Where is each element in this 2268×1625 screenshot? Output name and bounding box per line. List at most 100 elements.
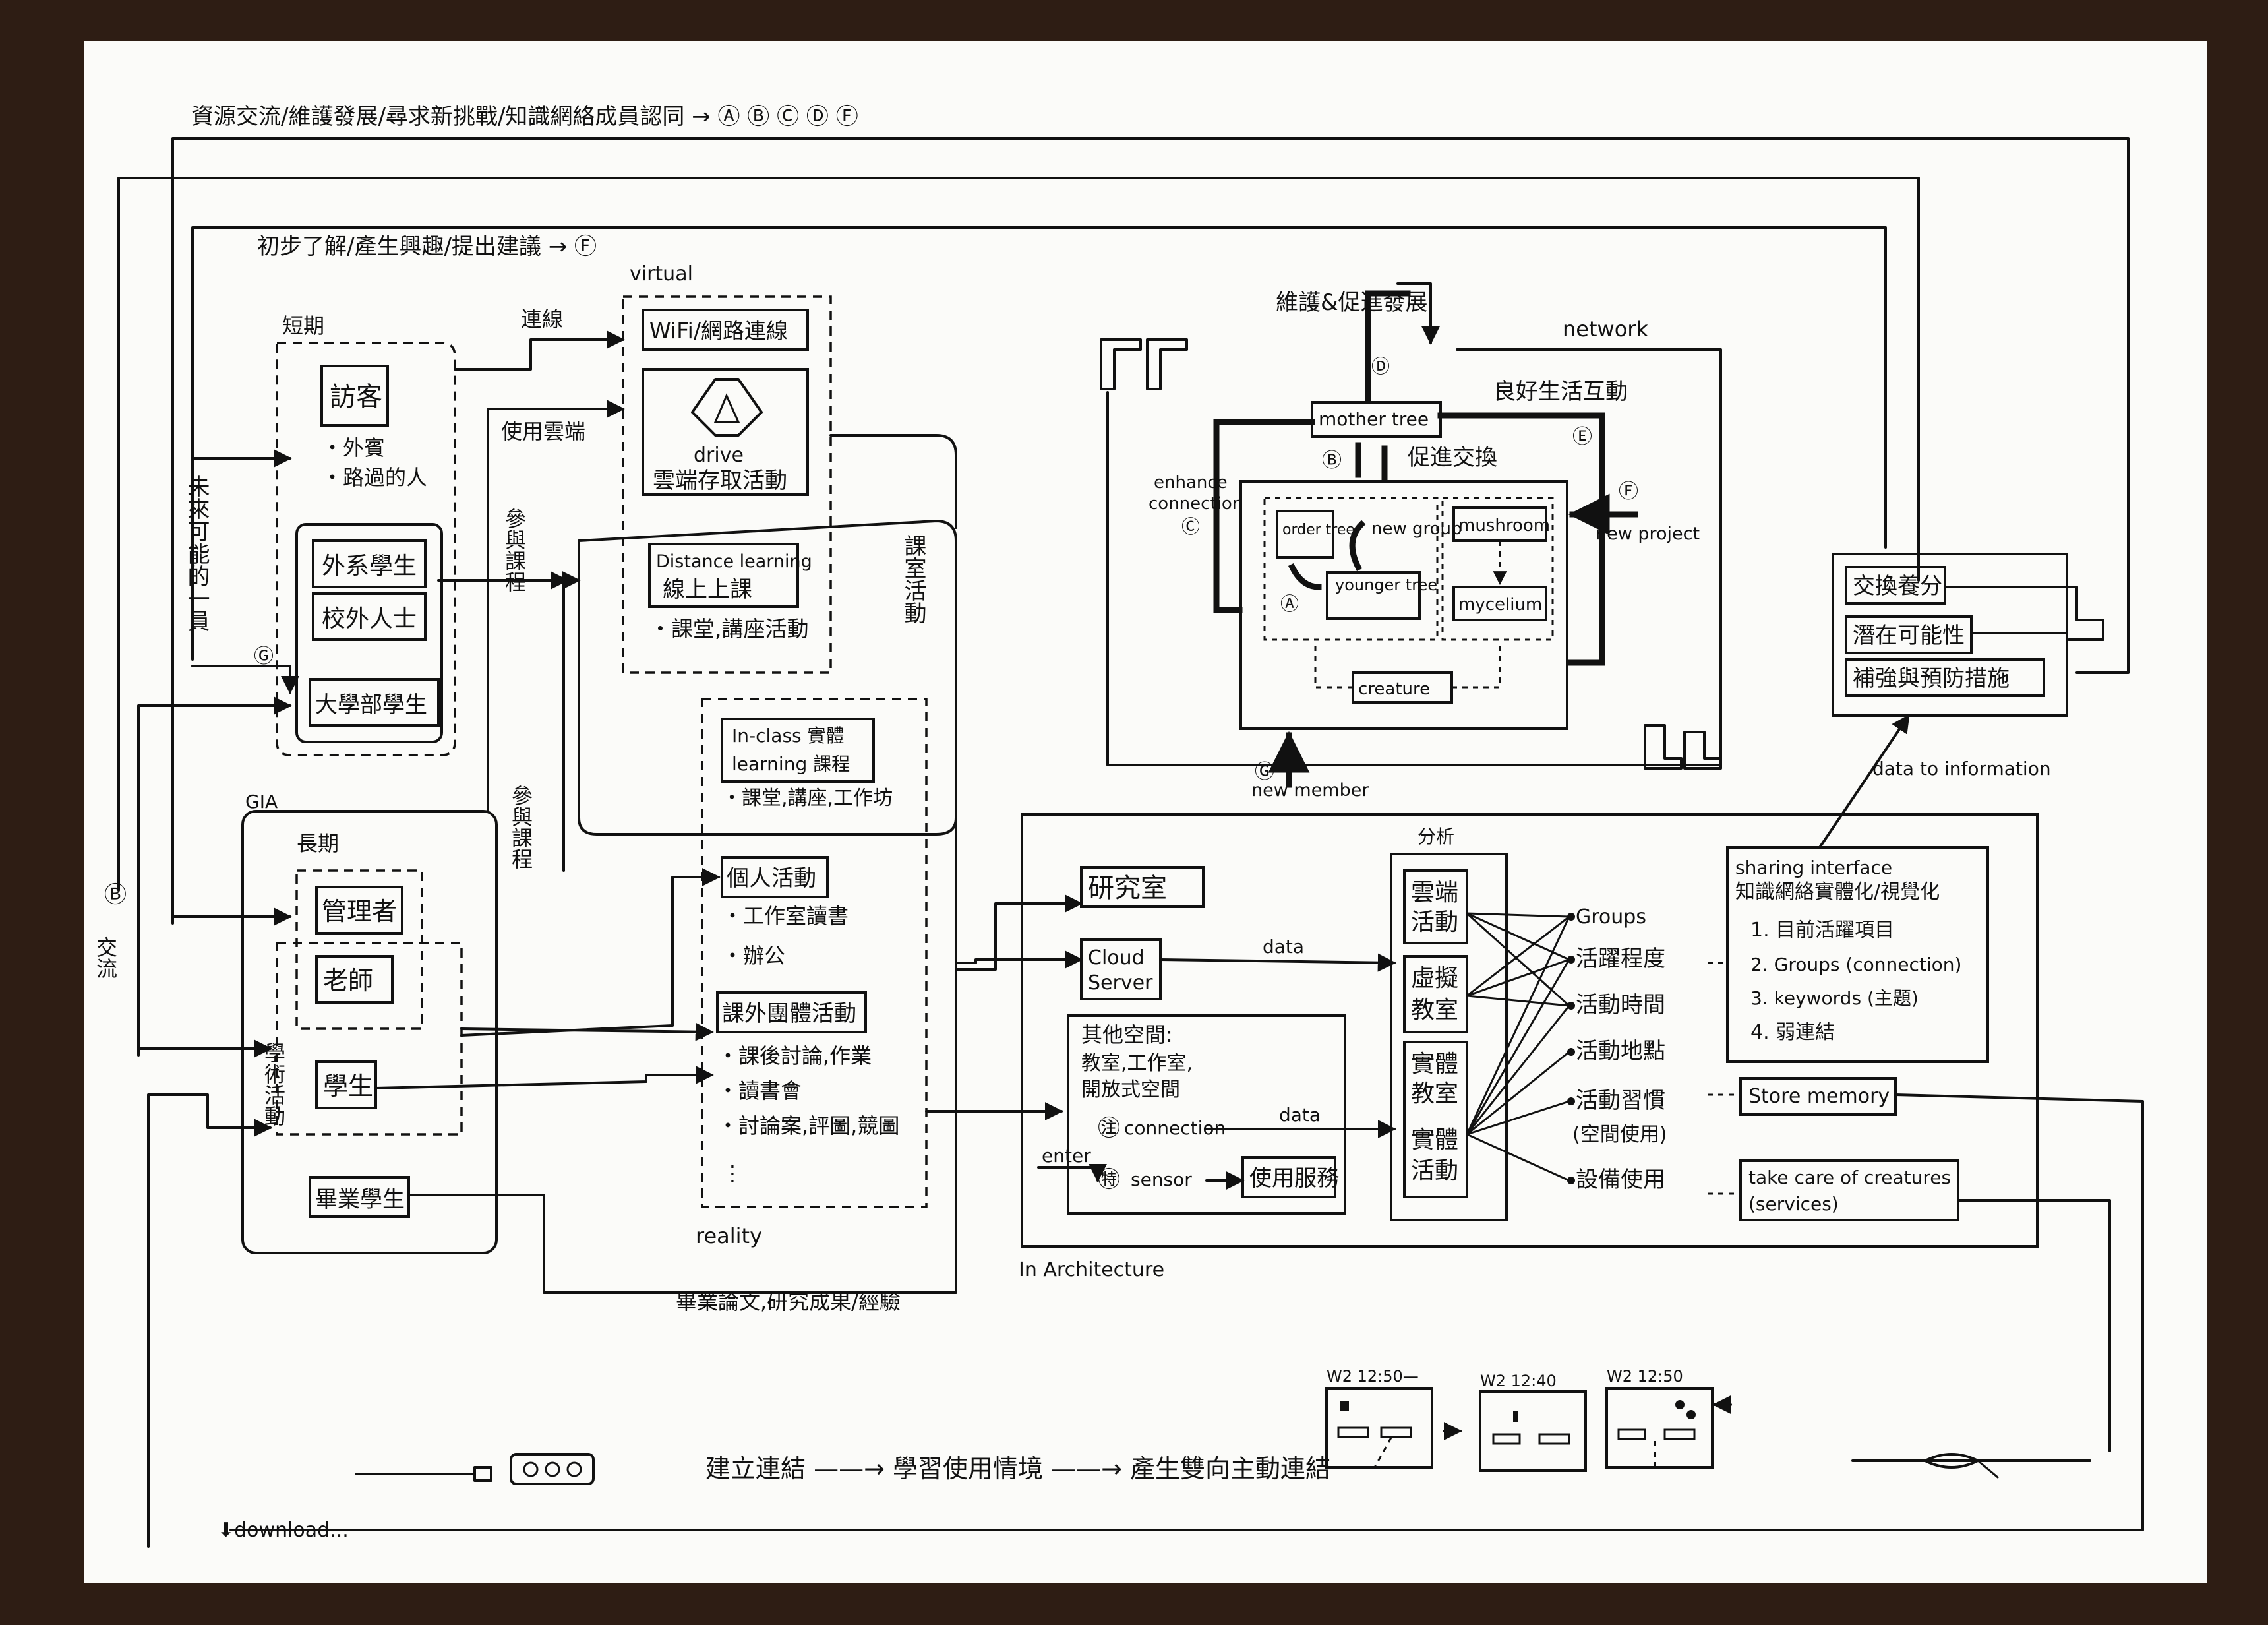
real-classroom-2: 教室: [1411, 1080, 1458, 1107]
gia-label: GIA: [245, 791, 278, 812]
arrow-future-undergrad: [191, 665, 299, 694]
sharing-item-2: 2. Groups (connection): [1750, 954, 1961, 975]
drive-icon-inner: [713, 393, 740, 423]
sketch-3-desk-b: [1663, 1428, 1696, 1440]
take-care: take care of creatures: [1748, 1167, 1951, 1188]
manager: 管理者: [322, 897, 397, 926]
real-activity-1: 實體: [1411, 1126, 1458, 1153]
store-memory: Store memory: [1748, 1085, 1890, 1108]
data1: data: [1263, 936, 1304, 958]
visitor-box: [320, 365, 389, 427]
metric-habit: 活動習慣: [1576, 1088, 1665, 1114]
cloud-server-1: Cloud: [1088, 946, 1145, 969]
download: ⬇download...: [218, 1519, 349, 1542]
loop-outer-2: [117, 177, 1920, 892]
cloud-access: 雲端存取活動: [653, 468, 787, 494]
metric-equipment: 設備使用: [1576, 1167, 1665, 1193]
sharing-box: [1726, 846, 1989, 1063]
creature-link-left: [1314, 640, 1353, 689]
other-space: 其他空間:: [1081, 1022, 1173, 1047]
arrow-to-cloud: [955, 950, 1083, 969]
teacher-box: [315, 955, 394, 1004]
younger-arrow: [1288, 563, 1322, 590]
other-space-detail-1: 教室,工作室,: [1081, 1052, 1193, 1075]
feedback-box: [1832, 553, 2068, 717]
loop-outer-1: [171, 137, 2130, 925]
circle-f: Ⓕ: [1619, 480, 1638, 503]
sketch-1-desk-a: [1337, 1426, 1369, 1438]
undergrad: 大學部學生: [315, 692, 427, 718]
mycelium-box: [1452, 586, 1547, 621]
metric-groups: Groups: [1576, 905, 1646, 929]
learning-course: learning 課程: [732, 753, 850, 775]
metric-place: 活動地點: [1576, 1038, 1665, 1064]
logo-ff-2: [1146, 338, 1188, 390]
circle-c: Ⓒ: [1181, 516, 1200, 537]
data-to-info: data to information: [1872, 758, 2051, 780]
sketch-3-dot-1: [1675, 1400, 1685, 1409]
sketch-1-desk-b: [1380, 1426, 1412, 1438]
arrow-to-research: [955, 894, 1083, 971]
metric-activity: 活躍程度: [1576, 946, 1665, 972]
outsider: 校外人士: [322, 605, 417, 632]
memory-loop: [229, 1093, 2144, 1531]
data2: data: [1279, 1104, 1321, 1126]
personal-item-1: ・工作室讀書: [722, 904, 849, 929]
cloud-data-arrow: [1159, 953, 1396, 972]
group-activity: 課外團體活動: [722, 1000, 856, 1027]
inclass-box: [721, 718, 875, 783]
mushroom: mushroom: [1458, 516, 1550, 536]
sensor-icon: ㊕: [1098, 1167, 1120, 1193]
virtual-label: virtual: [630, 262, 693, 286]
network-label: network: [1563, 317, 1648, 342]
sketch-1-chair: [1340, 1401, 1349, 1411]
order-tree: order tree: [1282, 522, 1355, 538]
second-banner: 初步了解/產生興趣/提出建議 → Ⓕ: [257, 233, 597, 260]
cloud-server-2: Server: [1088, 971, 1153, 995]
group-box: [716, 991, 867, 1033]
grad-output-line: [407, 711, 957, 1294]
circle-d: Ⓓ: [1371, 355, 1390, 377]
sprout-tail: [1977, 1459, 1999, 1479]
arrow-to-group: [460, 1022, 714, 1041]
sharing-item-3: 3. keywords (主題): [1750, 987, 1919, 1009]
inclass-items: ・課堂,講座,工作坊: [722, 787, 893, 810]
order-tree-box: [1276, 510, 1334, 559]
research-room: 研究室: [1088, 873, 1167, 904]
sensor: sensor: [1131, 1169, 1192, 1190]
long-term-label: 長期: [297, 831, 339, 856]
future-member-label: 未來可能的一員: [183, 475, 210, 632]
visitor: 訪客: [330, 382, 382, 412]
loop-right: [1437, 412, 1605, 666]
mycelium: mycelium: [1458, 595, 1542, 615]
connection-net-label: connection: [1149, 494, 1243, 514]
arrow-left-undergrad: [137, 696, 292, 1057]
classroom-activity: 課室活動: [900, 534, 926, 624]
personal-activity: 個人活動: [727, 865, 816, 892]
external-student-box: [312, 539, 427, 588]
group-item-1: ・課後討論,作業: [717, 1043, 872, 1068]
student: 學生: [323, 1072, 373, 1101]
sketch-1: [1325, 1387, 1433, 1469]
grad-output: 畢業論文,研究成果/經驗: [676, 1289, 901, 1314]
care-loop: [1957, 1199, 2111, 1452]
plug-icon: [473, 1466, 492, 1482]
group-item-4: ⋮: [722, 1161, 743, 1186]
distance-learning: Distance learning: [656, 551, 812, 572]
arrow-connect: [454, 330, 625, 371]
reality-label: reality: [696, 1223, 762, 1248]
visitor-item-2: ・路過的人: [322, 465, 427, 490]
memory-box: [1739, 1077, 1897, 1116]
personal-item-2: ・辦公: [722, 943, 785, 968]
sharing-sub: 知識網絡實體化/視覺化: [1735, 880, 1940, 904]
drive-label: drive: [694, 444, 744, 467]
reinforce: 補強與預防措施: [1853, 665, 2010, 692]
good-activity: 良好生活互動: [1493, 379, 1628, 405]
mother-tree-vertical: [1365, 290, 1411, 402]
visitor-item-1: ・外賓: [322, 435, 385, 460]
enter-arrow: [1037, 1163, 1107, 1182]
power-strip-icon: [510, 1453, 595, 1485]
enhance-label: enhance: [1154, 473, 1228, 493]
